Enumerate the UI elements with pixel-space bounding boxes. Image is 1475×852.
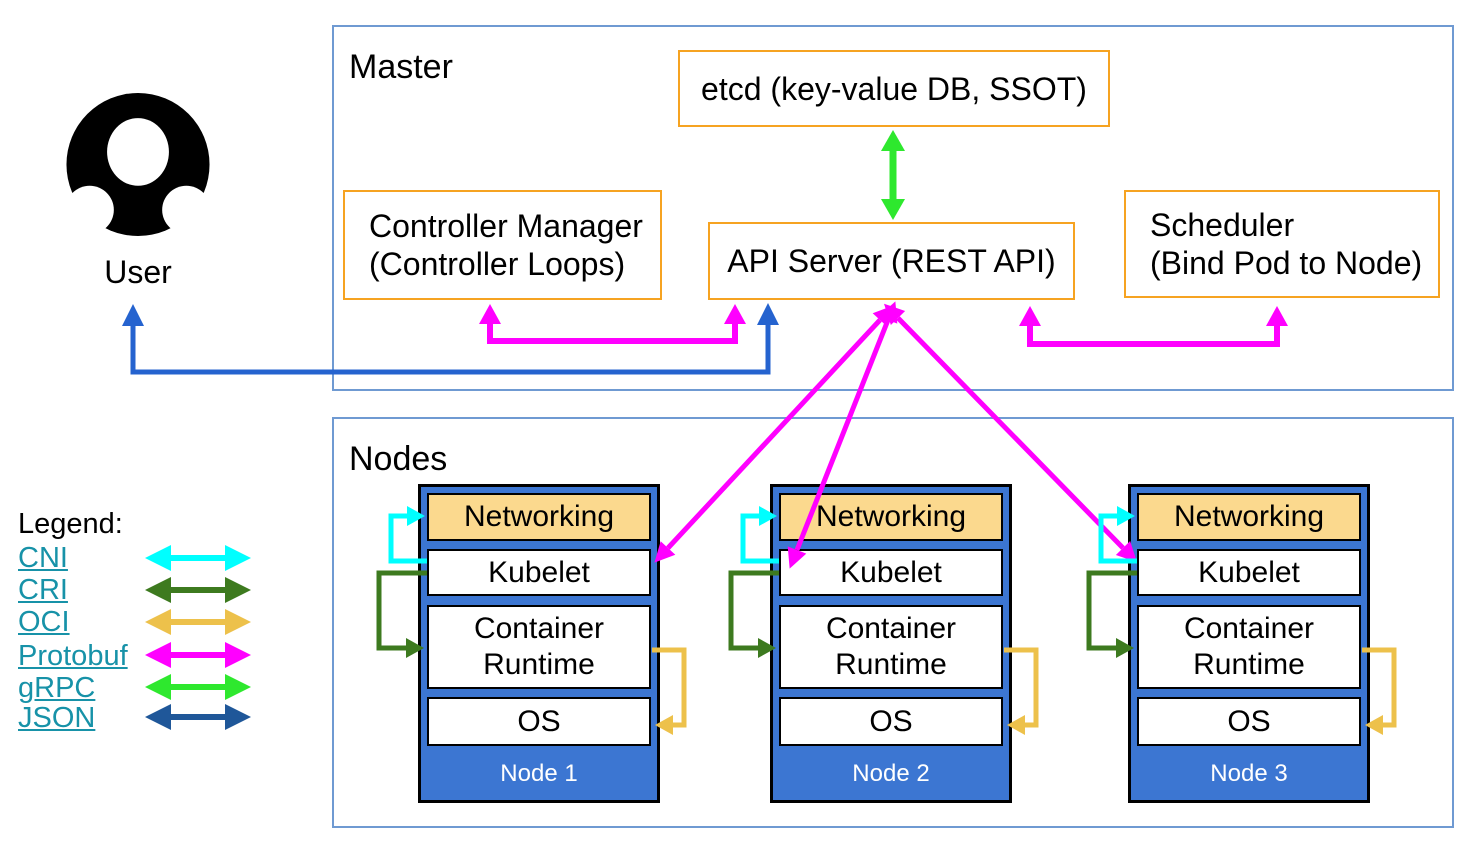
- etcd-box: etcd (key-value DB, SSOT): [678, 50, 1110, 127]
- legend-arrow-protobuf-head: [225, 642, 251, 668]
- legend-link-oci[interactable]: OCI: [18, 606, 70, 638]
- node3-kubelet-layer: Kubelet: [1137, 549, 1361, 596]
- json-user-api-arrow-head: [122, 304, 144, 326]
- node2-kubelet-layer: Kubelet: [779, 549, 1003, 596]
- node-2: Networking Kubelet Container Runtime OS …: [770, 484, 1012, 803]
- controller-manager-box: Controller Manager (Controller Loops): [343, 190, 662, 300]
- node3-container-runtime-layer: Container Runtime: [1137, 605, 1361, 689]
- legend-arrow-cni-head: [225, 545, 251, 571]
- user-icon: [65, 92, 211, 237]
- node2-os-layer: OS: [779, 697, 1003, 746]
- node-3: Networking Kubelet Container Runtime OS …: [1128, 484, 1370, 803]
- user-label: User: [104, 254, 172, 290]
- nodes-section-title: Nodes: [349, 440, 448, 478]
- legend-link-grpc[interactable]: gRPC: [18, 672, 96, 704]
- legend-arrow-cni-head: [145, 545, 171, 571]
- node2-networking-layer: Networking: [779, 493, 1003, 541]
- node1-os-layer: OS: [427, 697, 651, 746]
- legend-arrow-json-head: [225, 704, 251, 730]
- node-1: Networking Kubelet Container Runtime OS …: [418, 484, 660, 803]
- node1-label: Node 1: [500, 759, 578, 787]
- legend-arrow-oci-head: [145, 609, 171, 635]
- node2-container-runtime-layer: Container Runtime: [779, 605, 1003, 689]
- legend-arrow-oci-head: [225, 609, 251, 635]
- controller-manager-label: Controller Manager (Controller Loops): [369, 208, 643, 282]
- scheduler-label: Scheduler (Bind Pod to Node): [1150, 207, 1423, 281]
- node3-os-layer: OS: [1137, 697, 1361, 746]
- node1-networking-layer: Networking: [427, 493, 651, 541]
- legend-arrow-grpc-head: [145, 674, 171, 700]
- legend-arrow-grpc-head: [225, 674, 251, 700]
- legend-link-cni[interactable]: CNI: [18, 542, 68, 574]
- legend-title: Legend:: [18, 508, 123, 540]
- legend-arrow-cri-head: [145, 577, 171, 603]
- scheduler-box: Scheduler (Bind Pod to Node): [1124, 190, 1440, 298]
- node1-container-runtime-layer: Container Runtime: [427, 605, 651, 689]
- legend-arrow-json-head: [145, 704, 171, 730]
- legend-link-cri[interactable]: CRI: [18, 574, 68, 606]
- node1-kubelet-layer: Kubelet: [427, 549, 651, 596]
- node2-label: Node 2: [852, 759, 930, 787]
- node3-networking-layer: Networking: [1137, 493, 1361, 541]
- legend-arrow-protobuf-head: [145, 642, 171, 668]
- api-server-box: API Server (REST API): [708, 222, 1075, 300]
- legend-arrow-cri-head: [225, 577, 251, 603]
- node3-label: Node 3: [1210, 759, 1288, 787]
- legend-link-json[interactable]: JSON: [18, 702, 96, 734]
- master-section-title: Master: [349, 48, 453, 86]
- legend-link-protobuf[interactable]: Protobuf: [18, 640, 128, 672]
